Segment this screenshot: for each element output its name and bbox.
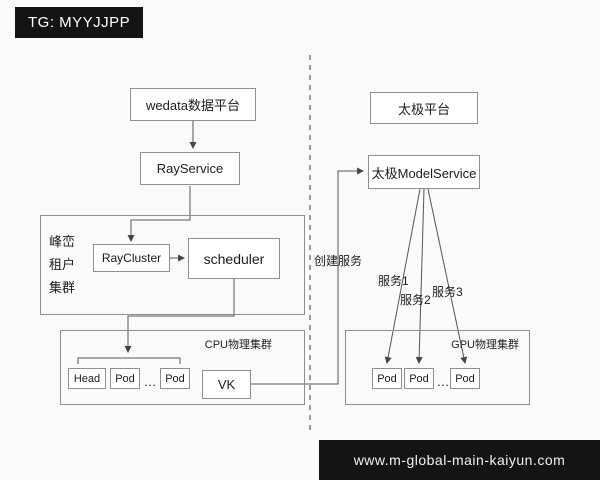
node-head: Head — [68, 368, 106, 389]
watermark-badge: TG: MYYJJPP — [15, 7, 144, 38]
container-cpu-cluster: CPU物理集群 — [60, 330, 305, 405]
tenant-cluster-label: 峰峦 租户 集群 — [49, 233, 76, 295]
container-gpu-cluster: GPU物理集群 — [345, 330, 530, 405]
node-wedata-platform: wedata数据平台 — [130, 88, 256, 121]
watermark-footer-url: www.m-global-main-kaiyun.com — [319, 440, 600, 480]
node-rayservice: RayService — [140, 152, 240, 185]
node-scheduler: scheduler — [188, 238, 280, 279]
node-taiji-modelservice: 太极ModelService — [368, 155, 480, 189]
node-gpu-pod-1: Pod — [372, 368, 402, 389]
node-cpu-pod-1: Pod — [110, 368, 140, 389]
edge-label-service2: 服务2 — [400, 293, 431, 307]
edge-label-service1: 服务1 — [378, 274, 409, 288]
node-taiji-platform: 太极平台 — [370, 92, 478, 124]
cpu-cluster-label: CPU物理集群 — [204, 339, 272, 351]
node-gpu-pod-3: Pod — [450, 368, 480, 389]
edge-label-service3: 服务3 — [432, 285, 463, 299]
edge-label-create-service: 创建服务 — [314, 254, 363, 268]
node-cpu-pod-2: Pod — [160, 368, 190, 389]
node-vk: VK — [202, 370, 251, 399]
container-tenant-cluster: 峰峦 租户 集群 — [40, 215, 305, 315]
node-raycluster: RayCluster — [93, 244, 170, 272]
cpu-pods-ellipsis: … — [143, 374, 157, 389]
node-gpu-pod-2: Pod — [404, 368, 434, 389]
gpu-pods-ellipsis: … — [436, 374, 450, 389]
gpu-cluster-label: GPU物理集群 — [451, 339, 519, 351]
